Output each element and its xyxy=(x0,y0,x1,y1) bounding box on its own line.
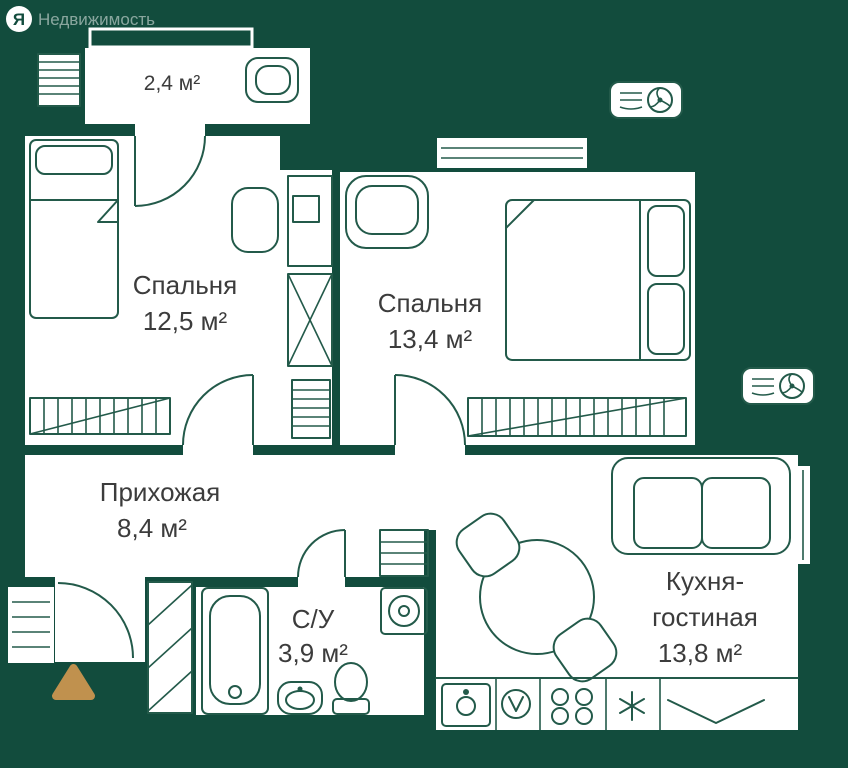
toilet-icon xyxy=(332,662,370,715)
dining-table-icon xyxy=(479,539,595,655)
desk-icon xyxy=(287,175,333,267)
ladder-icon xyxy=(37,53,81,107)
logo-letter: Я xyxy=(13,10,25,29)
kitchen-area: 13,8 м² xyxy=(658,638,743,668)
balcony-door xyxy=(134,135,206,207)
cabinet-icon xyxy=(379,529,429,577)
radiator-icon xyxy=(29,397,171,435)
radiator-icon xyxy=(467,397,687,437)
bedroom-2-label: Спальня xyxy=(378,288,482,318)
ac-unit-icon xyxy=(609,81,683,119)
kitchen-sink-icon xyxy=(441,683,491,727)
kitchen-label-line1: Кухня- xyxy=(666,566,744,596)
logo-name: Недвижимость xyxy=(38,10,155,29)
desk-chair-icon xyxy=(231,187,279,253)
bedroom-1-door-opening xyxy=(183,445,253,455)
bathroom-door-opening xyxy=(298,577,345,587)
bedroom-1-room xyxy=(25,136,332,445)
kitchen-counter xyxy=(435,677,799,730)
bedroom-2-window xyxy=(437,138,587,168)
brand-logo: Я Недвижимость xyxy=(6,6,155,32)
ac-unit-icon xyxy=(741,367,815,405)
bathroom-door xyxy=(297,529,346,578)
hallway-label: Прихожая xyxy=(100,477,220,507)
sofa-icon xyxy=(611,457,791,555)
hallway-room xyxy=(25,455,436,662)
bed-icon xyxy=(29,139,119,319)
shelf-ladder-icon xyxy=(291,379,331,439)
entrance-door xyxy=(57,582,134,659)
folding-table-icon xyxy=(667,699,765,724)
bedroom-2-door xyxy=(394,374,466,446)
wardrobe-icon xyxy=(287,273,333,367)
balcony-door-opening xyxy=(135,124,205,136)
balcony-room xyxy=(85,48,310,124)
double-bed-icon xyxy=(505,199,691,361)
bedroom-1-area: 12,5 м² xyxy=(143,306,228,336)
bedroom-2-area: 13,4 м² xyxy=(388,324,473,354)
balcony-glazing-window xyxy=(88,27,254,49)
hallway-area: 8,4 м² xyxy=(117,513,187,543)
bedroom-1-label: Спальня xyxy=(133,270,237,300)
drain-icon xyxy=(501,689,531,719)
chair-icon xyxy=(552,617,618,683)
fridge-star-icon xyxy=(619,691,645,721)
armchair-icon xyxy=(345,175,429,249)
balcony-fixture-icon xyxy=(245,57,299,103)
bathtub-icon xyxy=(201,587,269,715)
entrance-marker-icon xyxy=(52,664,95,700)
washing-machine-icon xyxy=(380,587,428,635)
balcony-area: 2,4 м² xyxy=(144,72,200,95)
bathroom-area: 3,9 м² xyxy=(278,638,348,668)
chair-icon xyxy=(455,512,521,578)
logo-circle xyxy=(6,6,32,32)
bedroom-1-door xyxy=(182,374,254,446)
hall-wardrobe-icon xyxy=(147,581,193,714)
kitchen-window xyxy=(796,466,810,564)
bedroom-2-door-opening xyxy=(395,445,465,455)
hallway-window xyxy=(8,587,54,663)
bathroom-label: С/У xyxy=(292,604,335,634)
kitchen-label-line2: гостиная xyxy=(652,602,758,632)
stove-icon xyxy=(551,688,593,725)
sink-icon xyxy=(277,681,323,715)
